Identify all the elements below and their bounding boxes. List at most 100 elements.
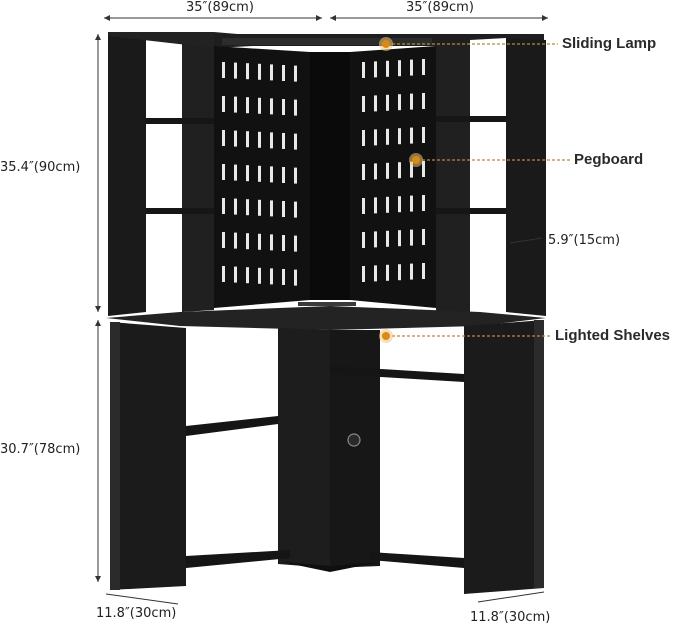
desk-right-upper-shelf xyxy=(330,366,464,382)
pegboard-slot xyxy=(386,196,389,213)
desk-bottom-left-rail xyxy=(186,550,290,568)
pegboard-slot xyxy=(374,95,377,112)
arrow-top-left-end xyxy=(316,15,322,21)
desk-left-leg xyxy=(110,322,186,590)
dim-label-hutch-height: 35.4″(90cm) xyxy=(0,160,81,175)
pegboard-slot xyxy=(270,200,273,217)
hutch-left-divider xyxy=(182,36,214,312)
hutch-left-side-panel xyxy=(108,34,146,316)
pegboard-slot xyxy=(246,131,249,148)
pegboard-slot xyxy=(258,97,261,114)
pegboard-slot xyxy=(374,265,377,282)
pegboard-slot xyxy=(422,59,425,75)
pegboard-slot xyxy=(398,162,401,179)
pegboard-slot xyxy=(246,199,249,216)
pegboard-slot xyxy=(282,65,285,81)
dim-label-top-left: 35″(89cm) xyxy=(186,0,254,15)
pegboard-slot xyxy=(362,96,365,112)
pegboard-slot xyxy=(386,162,389,179)
pegboard-slot xyxy=(362,130,365,146)
pegboard-slot xyxy=(374,197,377,214)
pegboard-slot xyxy=(410,93,413,110)
pegboard-slot xyxy=(234,62,237,79)
desk-bottom-right-rail xyxy=(370,552,464,568)
pegboard-slot xyxy=(410,161,413,178)
pegboard-corner xyxy=(310,52,350,300)
lamp-marker-dot xyxy=(382,40,390,48)
arrow-desk-bottom xyxy=(95,576,101,582)
pegboard-slot xyxy=(282,99,285,115)
pegboard-slot xyxy=(410,59,413,76)
desk-base-plinth xyxy=(282,562,380,572)
dim-label-desk-height: 30.7″(78cm) xyxy=(0,442,81,457)
pegboard-slot xyxy=(294,99,297,116)
pegboard-slot xyxy=(258,233,261,250)
dimension-lines xyxy=(97,17,548,605)
pegboard-slot xyxy=(282,269,285,285)
hutch-right-shelf-1 xyxy=(436,116,506,122)
pegboard-slot xyxy=(362,164,365,180)
pegboard-slot xyxy=(422,263,425,279)
pegboard-slot xyxy=(398,230,401,247)
pegboard-slot xyxy=(270,64,273,81)
pegboard-slot xyxy=(374,163,377,180)
pegboard-slot xyxy=(222,130,225,146)
desk-left-back-panel xyxy=(278,328,330,568)
sliding-lamp-strip xyxy=(222,38,432,45)
pegboard-slot xyxy=(270,166,273,183)
pegboard-slot xyxy=(410,229,413,246)
pegboard-slot xyxy=(294,133,297,150)
desk-right-opening xyxy=(380,330,464,566)
pegboard-slot xyxy=(246,233,249,250)
pegboard-slot xyxy=(398,196,401,213)
pegboard-slot xyxy=(258,267,261,284)
pegboard-slot xyxy=(246,97,249,114)
desk-left-opening xyxy=(186,330,278,560)
desktop-corner-light xyxy=(298,302,356,306)
pegboard-slot xyxy=(246,63,249,80)
pegboard-slot xyxy=(270,268,273,285)
pegboard-slots xyxy=(222,59,425,286)
dim-label-top-right: 35″(89cm) xyxy=(406,0,474,15)
dim-label-bottom-left: 11.8″(30cm) xyxy=(96,606,177,621)
dim-label-bottom-right: 11.8″(30cm) xyxy=(470,610,551,625)
desk-left-leg-edge xyxy=(110,322,120,590)
cable-grommet xyxy=(347,433,361,447)
pegboard-slot xyxy=(246,165,249,182)
hutch-right-shelf-column xyxy=(470,38,506,312)
pegboard-slot xyxy=(234,232,237,249)
pegboard-slot xyxy=(270,98,273,115)
pegboard-slot xyxy=(422,229,425,245)
hutch-left-shelf-column xyxy=(146,36,182,312)
pegboard-slot xyxy=(386,60,389,77)
pegboard-slot xyxy=(222,164,225,180)
pegboard-right xyxy=(350,46,436,308)
callout-pegboard: Pegboard xyxy=(574,151,644,168)
callout-markers xyxy=(379,37,423,343)
pegboard-slot xyxy=(282,133,285,149)
pegboard-slot xyxy=(410,263,413,280)
dim-line-bottom-right xyxy=(477,591,545,603)
pegboard-slot xyxy=(294,167,297,184)
arrow-top-right-end xyxy=(542,15,548,21)
pegboard-slot xyxy=(294,269,297,286)
pegboard-slot xyxy=(234,266,237,283)
pegboard-slot xyxy=(258,131,261,148)
pegboard-slot xyxy=(294,65,297,82)
pegboard-slot xyxy=(422,93,425,109)
desk-right-leg xyxy=(464,320,544,594)
pegboard-slot xyxy=(362,62,365,78)
pegboard-slot xyxy=(398,60,401,77)
pegboard-slot xyxy=(386,94,389,111)
pegboard-slot xyxy=(362,266,365,282)
callout-lighted-shelves: Lighted Shelves xyxy=(555,327,671,344)
pegboard-slot xyxy=(258,63,261,80)
pegboard-slot xyxy=(386,264,389,281)
hutch-left-shelf-1 xyxy=(146,118,214,124)
lighted-shelf-marker-dot xyxy=(382,332,390,340)
arrow-desk-top xyxy=(95,320,101,326)
dimension-arrowheads xyxy=(95,15,548,582)
pegboard-slot xyxy=(222,232,225,248)
callout-leaders xyxy=(392,43,570,337)
